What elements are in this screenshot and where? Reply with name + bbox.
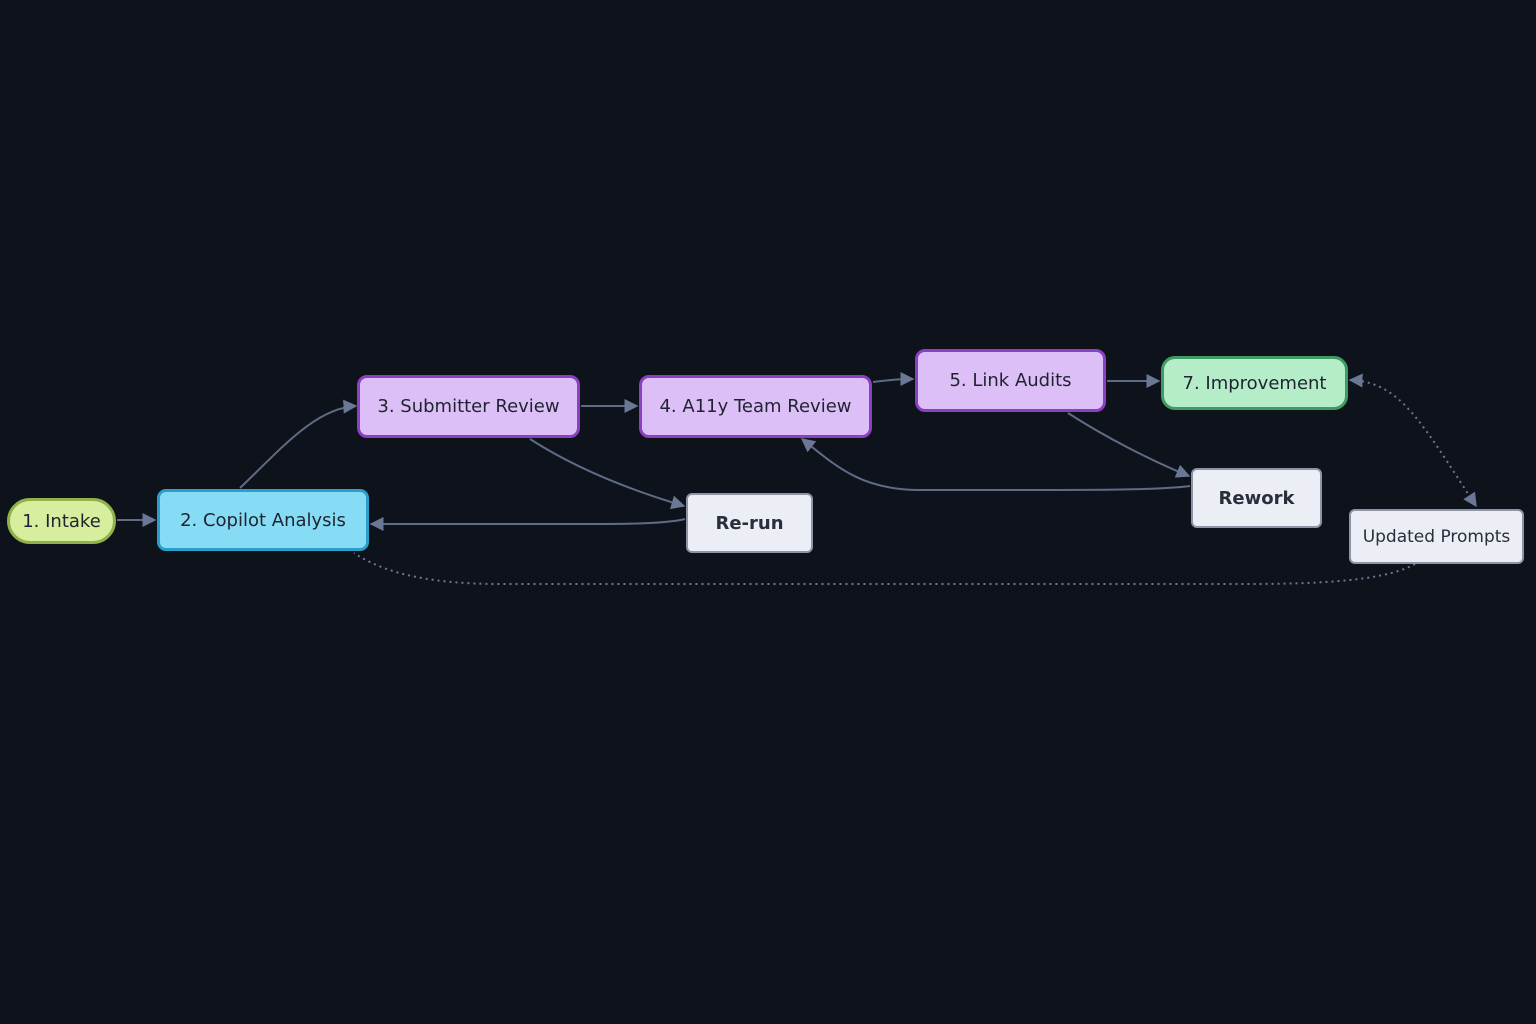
node-rerun[interactable]: Re-run <box>686 493 813 553</box>
node-submitter-review-label: 3. Submitter Review <box>377 396 560 417</box>
edge-copilot-to-submitter <box>239 399 358 489</box>
node-rework[interactable]: Rework <box>1191 468 1322 528</box>
node-link-audits-label: 5. Link Audits <box>949 370 1072 391</box>
edge-link-to-rework <box>1067 412 1191 478</box>
node-updated-prompts-label: Updated Prompts <box>1362 526 1511 547</box>
edge-prompts-to-copilot <box>353 552 1416 585</box>
node-a11y-team-review[interactable]: 4. A11y Team Review <box>639 375 872 438</box>
edge-improvement-to-prompts <box>1348 373 1477 508</box>
edge-rerun-to-copilot <box>369 517 686 531</box>
node-submitter-review[interactable]: 3. Submitter Review <box>357 375 580 438</box>
node-copilot-analysis[interactable]: 2. Copilot Analysis <box>157 489 369 551</box>
node-copilot-analysis-label: 2. Copilot Analysis <box>180 509 346 531</box>
node-intake[interactable]: 1. Intake <box>7 498 116 544</box>
node-improvement-label: 7. Improvement <box>1182 372 1327 394</box>
node-rework-label: Rework <box>1218 487 1295 509</box>
edge-a11y-to-link <box>872 372 915 387</box>
node-a11y-team-review-label: 4. A11y Team Review <box>659 396 852 417</box>
node-intake-label: 1. Intake <box>22 510 101 532</box>
node-rerun-label: Re-run <box>715 512 784 534</box>
node-updated-prompts[interactable]: Updated Prompts <box>1349 509 1524 564</box>
edge-rework-to-a11y <box>800 438 1191 491</box>
node-link-audits[interactable]: 5. Link Audits <box>915 349 1106 412</box>
edge-submitter-to-rerun <box>529 438 686 510</box>
node-improvement[interactable]: 7. Improvement <box>1161 356 1348 410</box>
